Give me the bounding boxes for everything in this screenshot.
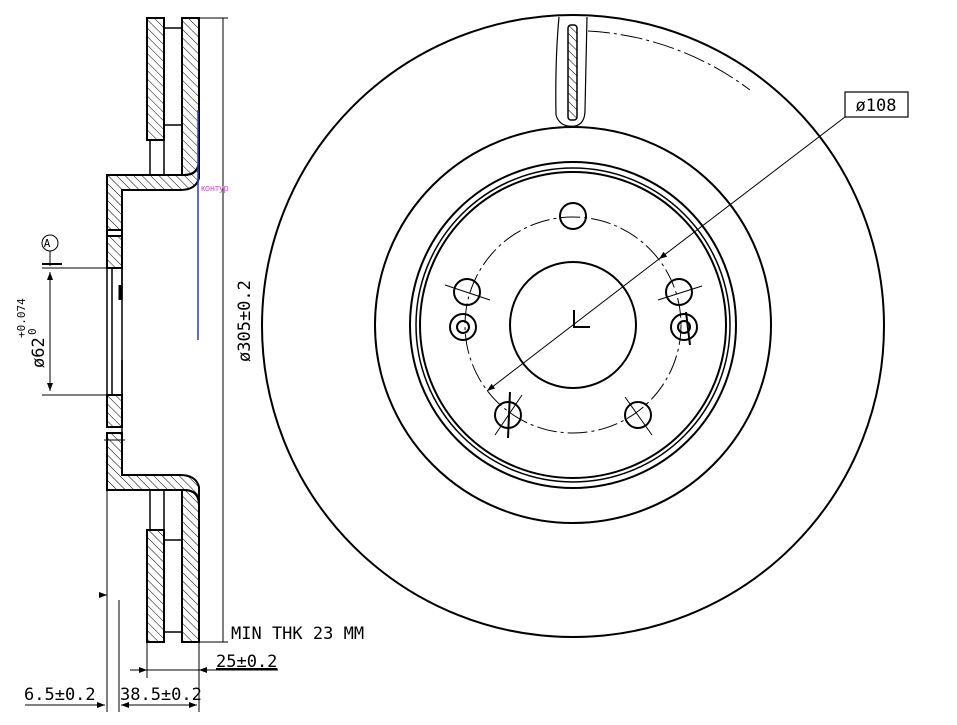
front-view bbox=[261, 14, 909, 638]
outer-diameter-label: ø305±0.2 bbox=[235, 280, 255, 362]
inner-plate-bottom bbox=[181, 489, 200, 643]
pcd-label: ø108 bbox=[856, 96, 897, 116]
bolt-hole bbox=[624, 401, 652, 429]
center-bore bbox=[509, 261, 637, 389]
bolt-hole bbox=[665, 278, 693, 306]
pcd-circle bbox=[464, 216, 682, 434]
outer-plate-top bbox=[146, 17, 165, 141]
side-section-view bbox=[104, 17, 200, 643]
pcd-label-box bbox=[844, 91, 909, 118]
contour-note: контур bbox=[201, 183, 229, 193]
locating-hole bbox=[449, 313, 477, 341]
bore-tol-upper: +0.074 bbox=[15, 298, 28, 338]
friction-inner-edge bbox=[374, 126, 772, 524]
bore-diameter-label: ø62 bbox=[29, 337, 49, 368]
hat-flange-top bbox=[106, 159, 200, 231]
thickness-label: 25±0.2 bbox=[216, 652, 277, 672]
outer-edge bbox=[261, 14, 885, 638]
hat-offset-label: 6.5±0.2 bbox=[24, 685, 96, 705]
side-dimensions bbox=[25, 17, 278, 712]
min-thickness-label: MIN THK 23 MM bbox=[231, 624, 364, 644]
outer-plate-bottom bbox=[146, 529, 165, 643]
locating-hole bbox=[670, 313, 698, 341]
inner-plate-top bbox=[181, 17, 200, 176]
bolt-hole bbox=[453, 278, 481, 306]
overall-height-label: 38.5±0.2 bbox=[120, 685, 202, 705]
datum-label: A bbox=[44, 237, 51, 250]
bore-tol-lower: 0 bbox=[26, 328, 39, 335]
bolt-hole bbox=[559, 202, 587, 230]
